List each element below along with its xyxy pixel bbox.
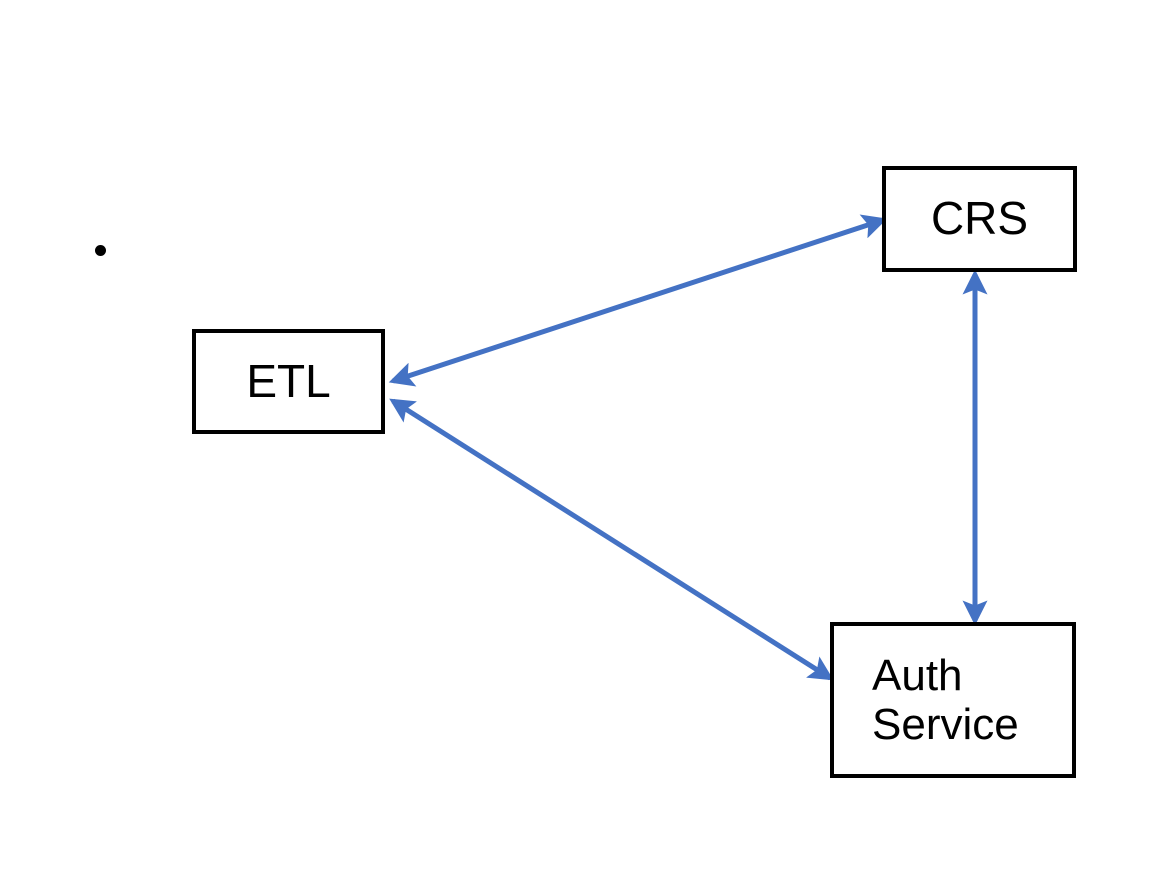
node-crs[interactable]: CRS <box>882 166 1077 272</box>
node-auth-service-label: Auth Service <box>872 650 1019 749</box>
connector-etl-auth <box>389 398 834 681</box>
bullet-point-marker <box>95 245 106 256</box>
node-crs-label: CRS <box>930 192 1029 245</box>
node-auth-service[interactable]: Auth Service <box>830 622 1076 778</box>
connector-etl-crs <box>388 214 888 387</box>
node-etl[interactable]: ETL <box>192 329 385 434</box>
node-etl-label: ETL <box>246 354 331 407</box>
